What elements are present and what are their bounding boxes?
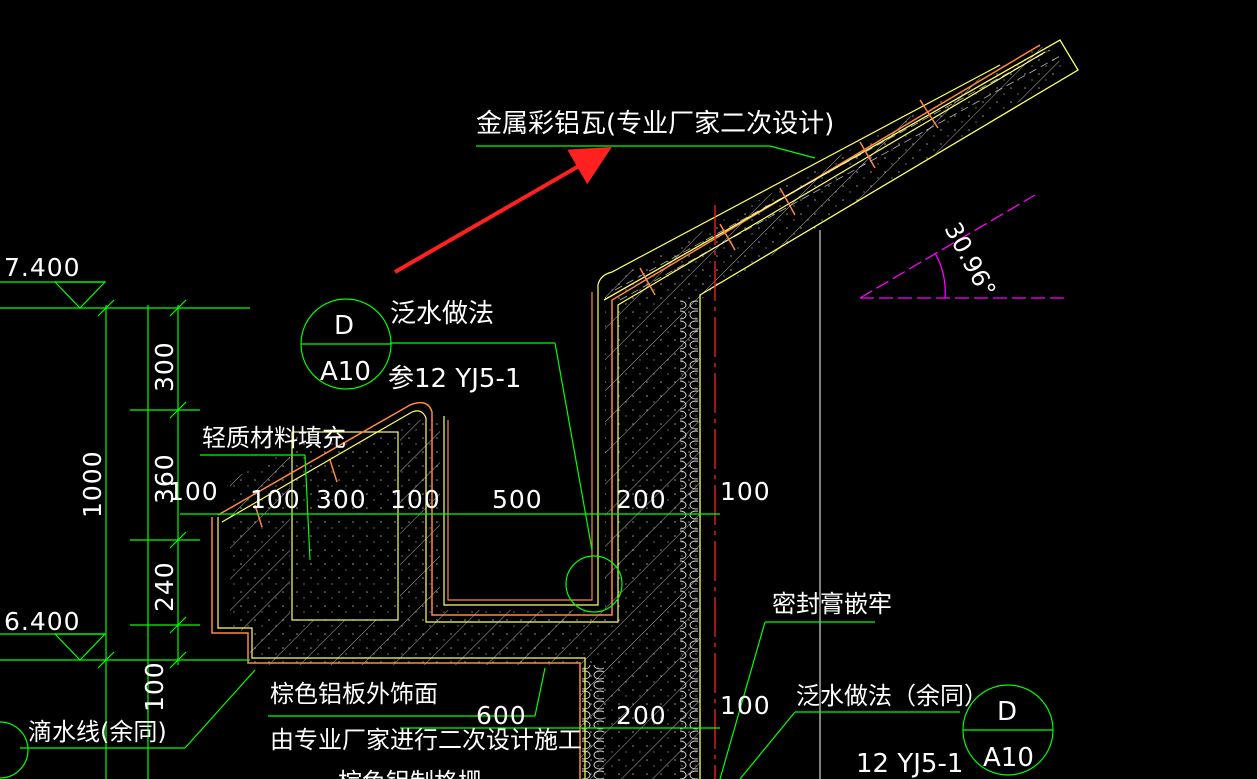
angle-annotation [859, 194, 1065, 299]
dimension-lines [0, 145, 1054, 779]
label-brown-grille: 棕色铝制格栅 [338, 768, 482, 779]
label-flashing: 泛水做法 [390, 299, 494, 329]
label-flashing-ref: 参12 YJ5-1 [388, 364, 521, 394]
concrete-dots [230, 45, 1070, 779]
dim-v-240: 240 [150, 561, 179, 612]
detail-marker-1-top: D [334, 311, 354, 341]
detail-marker-1-bottom: A10 [320, 357, 371, 387]
label-sealant: 密封膏嵌牢 [772, 590, 892, 618]
dim-h-100-c: 100 [390, 485, 441, 514]
dim-h-200: 200 [616, 485, 667, 514]
insulation-strip-lower [582, 665, 604, 779]
text-labels: 金属彩铝瓦(专业厂家二次设计) 泛水做法 参12 YJ5-1 轻质材料填充 棕色… [4, 109, 1034, 779]
elevation-top: 7.400 [4, 253, 81, 282]
detail-marker-2-bottom: A10 [983, 743, 1034, 773]
label-flashing-same: 泛水做法（余同） [796, 682, 988, 710]
label-roof-tile: 金属彩铝瓦(专业厂家二次设计) [476, 109, 834, 139]
dim-lower-200: 200 [616, 701, 667, 730]
dim-h-300: 300 [316, 485, 367, 514]
dim-v-100: 100 [140, 661, 169, 712]
red-arrow [394, 147, 612, 274]
detail-marker-2-top: D [997, 697, 1017, 727]
dim-lower-100: 100 [720, 691, 771, 720]
dim-h-100-d: 100 [720, 477, 771, 506]
dim-v-300: 300 [150, 341, 179, 392]
label-vendor-design: 由专业厂家进行二次设计施工 [270, 726, 582, 754]
dim-h-100-b: 100 [250, 485, 301, 514]
dim-h-500: 500 [492, 485, 543, 514]
label-drip-line: 滴水线(余同) [28, 718, 167, 746]
elevation-bottom: 6.400 [4, 607, 81, 636]
label-ref-code-2: 12 YJ5-1 [856, 749, 963, 779]
dim-v-360: 360 [150, 453, 179, 504]
concrete-structure [230, 45, 1070, 779]
dim-h-100-a: 100 [168, 477, 219, 506]
dim-v-1000: 1000 [78, 450, 107, 518]
label-light-fill: 轻质材料填充 [202, 424, 346, 452]
label-brown-panel: 棕色铝板外饰面 [270, 680, 438, 708]
insulation-strip [680, 300, 698, 779]
dim-lower-600: 600 [476, 701, 527, 730]
label-angle: 30.96° [939, 218, 1002, 302]
outline-lines [211, 39, 1079, 779]
